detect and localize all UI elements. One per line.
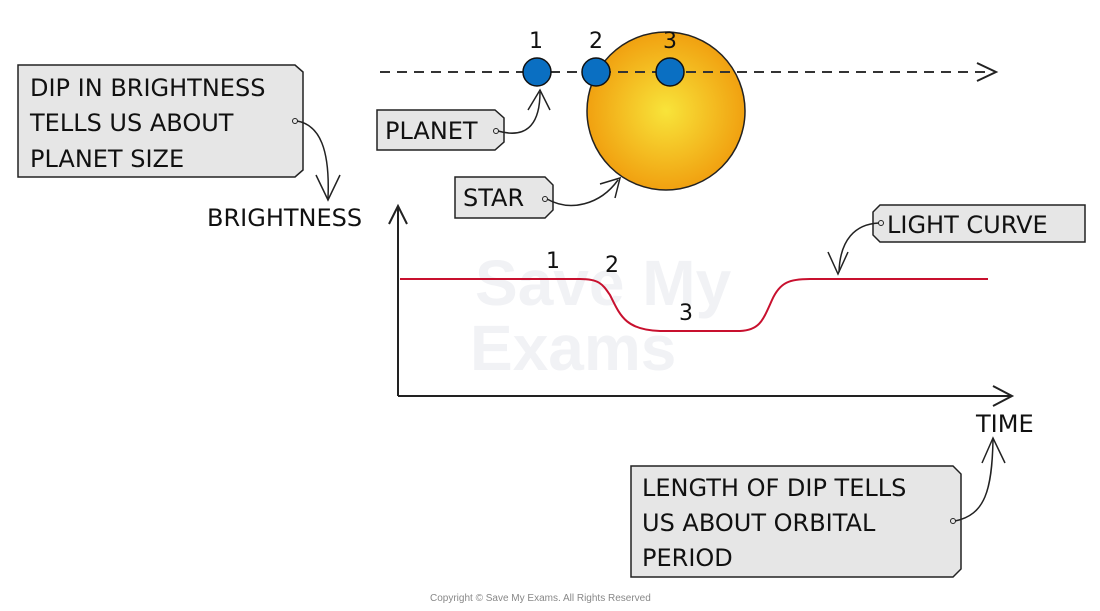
dip-brightness-note: DIP IN BRIGHTNESS TELLS US ABOUT PLANET …	[17, 64, 341, 202]
svg-text:LENGTH OF DIP TELLS: LENGTH OF DIP TELLS	[642, 474, 906, 502]
svg-text:TELLS US ABOUT: TELLS US ABOUT	[29, 109, 234, 137]
svg-text:DIP IN BRIGHTNESS: DIP IN BRIGHTNESS	[30, 74, 265, 102]
position-label-2: 2	[589, 29, 603, 54]
svg-text:US ABOUT ORBITAL: US ABOUT ORBITAL	[642, 509, 876, 537]
orbit-arrowhead	[976, 62, 999, 82]
position-label-1: 1	[529, 29, 543, 54]
planet-position-1	[522, 57, 552, 87]
planet-position-3	[655, 57, 685, 87]
svg-text:LIGHT CURVE: LIGHT CURVE	[887, 211, 1048, 239]
svg-text:PERIOD: PERIOD	[642, 544, 733, 572]
svg-text:PLANET: PLANET	[385, 117, 478, 145]
star-tag: STAR	[454, 176, 622, 219]
light-curve	[400, 278, 988, 332]
watermark: Save My Exams	[470, 247, 732, 384]
y-axis-label: BRIGHTNESS	[207, 204, 362, 232]
star	[586, 31, 746, 191]
curve-label-2: 2	[605, 253, 619, 278]
x-axis-label: TIME	[975, 410, 1034, 438]
light-curve-tag: LIGHT CURVE	[827, 204, 1086, 276]
curve-label-3: 3	[679, 301, 693, 326]
curve-label-1: 1	[546, 249, 560, 274]
svg-text:Save My: Save My	[475, 247, 732, 319]
dip-length-note: LENGTH OF DIP TELLS US ABOUT ORBITAL PER…	[630, 436, 1006, 578]
planet-tag: PLANET	[376, 88, 551, 151]
copyright: Copyright © Save My Exams. All Rights Re…	[430, 593, 651, 604]
position-label-3: 3	[663, 29, 677, 54]
planet-position-2	[581, 57, 611, 87]
svg-text:Exams: Exams	[470, 312, 676, 384]
svg-text:PLANET SIZE: PLANET SIZE	[30, 145, 184, 173]
svg-text:STAR: STAR	[463, 184, 524, 212]
